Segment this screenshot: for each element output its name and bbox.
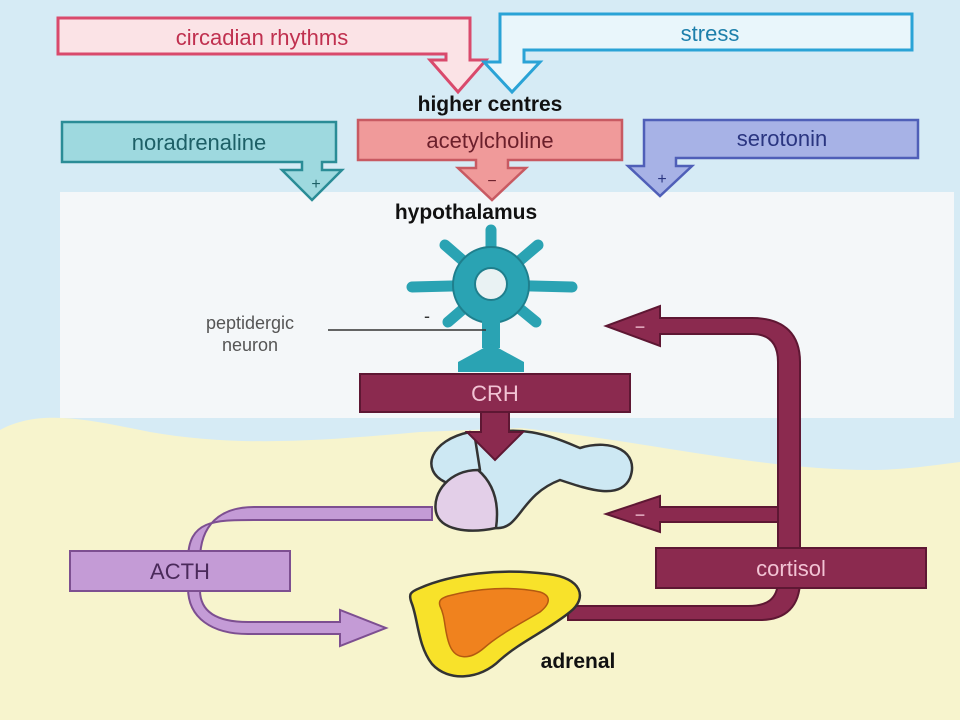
stress-arrow (480, 12, 914, 95)
acth-pathway-arrow (187, 506, 433, 648)
adrenal-gland (408, 570, 582, 678)
crh-arrow (464, 411, 526, 462)
hypothalamus-label: hypothalamus (395, 201, 537, 224)
cortisol-label: cortisol (756, 556, 826, 581)
adrenal-label: adrenal (541, 650, 616, 673)
acetylcholine-arrow (356, 118, 624, 202)
circadian-rhythms-arrow (56, 16, 490, 95)
cortisol-feedback-pituitary (602, 494, 779, 534)
noradrenaline-label: noradrenaline (132, 130, 267, 155)
pituitary-gland (430, 429, 634, 532)
higher-centres-label: higher centres (418, 93, 563, 116)
crh-box (359, 373, 631, 413)
acetylcholine-sign: − (487, 173, 496, 190)
background-cream (0, 417, 960, 720)
neuron-label-line1: peptidergic (206, 313, 294, 333)
feedback-sign-pituitary: − (635, 505, 646, 525)
acetylcholine-label: acetylcholine (426, 128, 553, 153)
noradrenaline-arrow (60, 120, 346, 202)
crh-label: CRH (471, 381, 519, 406)
serotonin-label: serotonin (737, 126, 828, 151)
serotonin-sign: + (657, 171, 666, 188)
noradrenaline-sign: + (311, 176, 320, 193)
stress-label: stress (681, 21, 740, 46)
feedback-sign-hypothalamus: − (635, 317, 646, 337)
cortisol-box (655, 547, 927, 589)
acth-box (69, 550, 291, 592)
peptidergic-neuron (406, 224, 578, 372)
acth-label: ACTH (150, 559, 210, 584)
circadian-rhythms-label: circadian rhythms (176, 25, 348, 50)
neuron-label-line2: neuron (222, 335, 278, 355)
serotonin-arrow (624, 118, 920, 198)
neuron-feedback-sign: - (424, 306, 430, 326)
